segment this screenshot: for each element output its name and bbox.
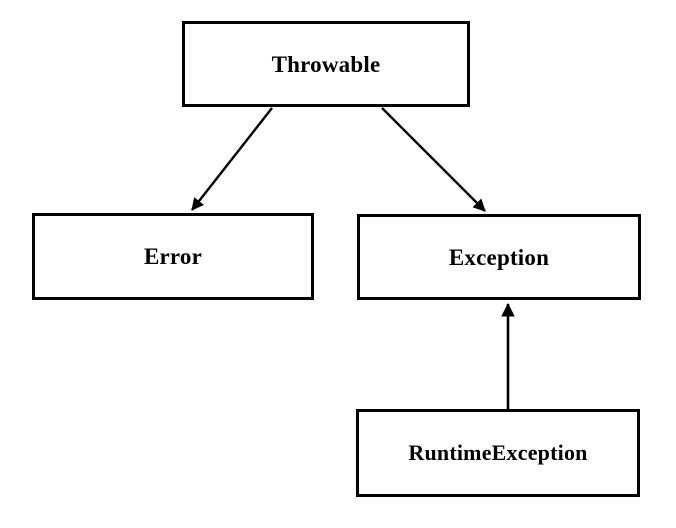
node-error-label: Error bbox=[143, 244, 203, 269]
node-throwable[interactable]: Throwable bbox=[182, 21, 470, 107]
edge-throwable-to-exception bbox=[381, 107, 486, 212]
node-exception-label: Exception bbox=[448, 244, 550, 270]
node-runtimeexception[interactable]: RuntimeException bbox=[356, 409, 640, 497]
node-error[interactable]: Error bbox=[32, 213, 314, 300]
edge-throwable-to-error bbox=[191, 107, 273, 211]
node-exception[interactable]: Exception bbox=[357, 214, 641, 300]
node-throwable-label: Throwable bbox=[271, 51, 381, 77]
node-runtimeexception-label: RuntimeException bbox=[408, 440, 588, 465]
